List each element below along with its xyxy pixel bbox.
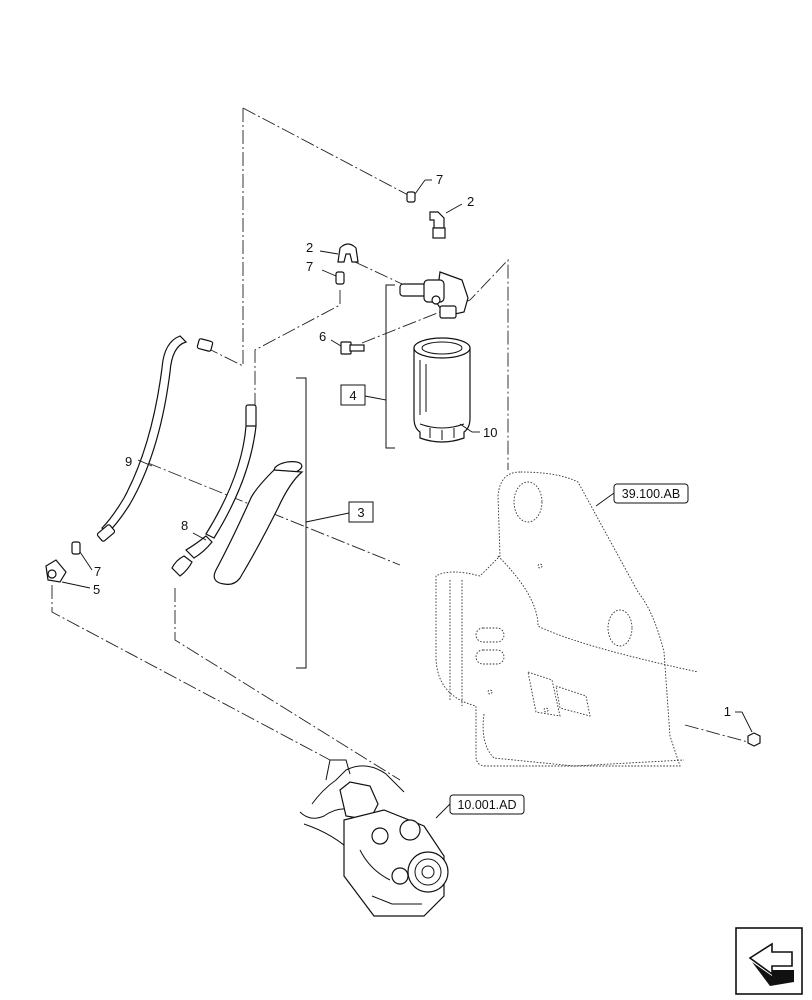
boxed-callout-4: 4 [340,384,366,406]
callout-8: 8 [181,518,188,533]
filter-head [399,271,469,319]
panel-outline [435,471,699,767]
fitting-7-left [321,269,345,285]
fitting-7-top [406,179,432,203]
next-page-arrow-icon[interactable] [735,927,803,995]
nut-1 [735,711,761,747]
filter-element-10 [413,337,480,443]
reference-panel-label: 39.100.AB [622,487,680,501]
callouts: 1 2 2 5 6 7 7 7 8 9 10 [93,172,731,719]
callout-1: 1 [724,704,731,719]
curved-tube [213,461,304,585]
hose-9 [96,335,214,542]
callout-5: 5 [93,582,100,597]
elbow-fitting-2-top [429,203,463,239]
reference-panel[interactable]: 39.100.AB [613,483,689,504]
callout-7-top: 7 [436,172,443,187]
callout-6: 6 [319,329,326,344]
callout-9: 9 [125,454,132,469]
elbow-fitting-5 [45,559,91,589]
reference-pump-label: 10.001.AD [457,798,516,812]
boxed-callout-3: 3 [348,501,374,523]
callout-7-left: 7 [306,259,313,274]
hose-8 [171,404,257,577]
bracket-group-3 [296,377,350,669]
clip-2-left [319,243,359,263]
callout-10: 10 [483,425,497,440]
callout-2-top: 2 [467,194,474,209]
bolt-6 [330,339,365,355]
injection-pump [299,759,451,917]
fitting-7-lower [71,541,93,571]
phantom-lines [51,107,749,781]
callout-3: 3 [357,505,364,520]
callout-4: 4 [349,388,356,403]
callout-7-lower: 7 [94,564,101,579]
reference-pump[interactable]: 10.001.AD [449,794,525,815]
bracket-group-4 [364,284,395,449]
callout-2-left: 2 [306,240,313,255]
